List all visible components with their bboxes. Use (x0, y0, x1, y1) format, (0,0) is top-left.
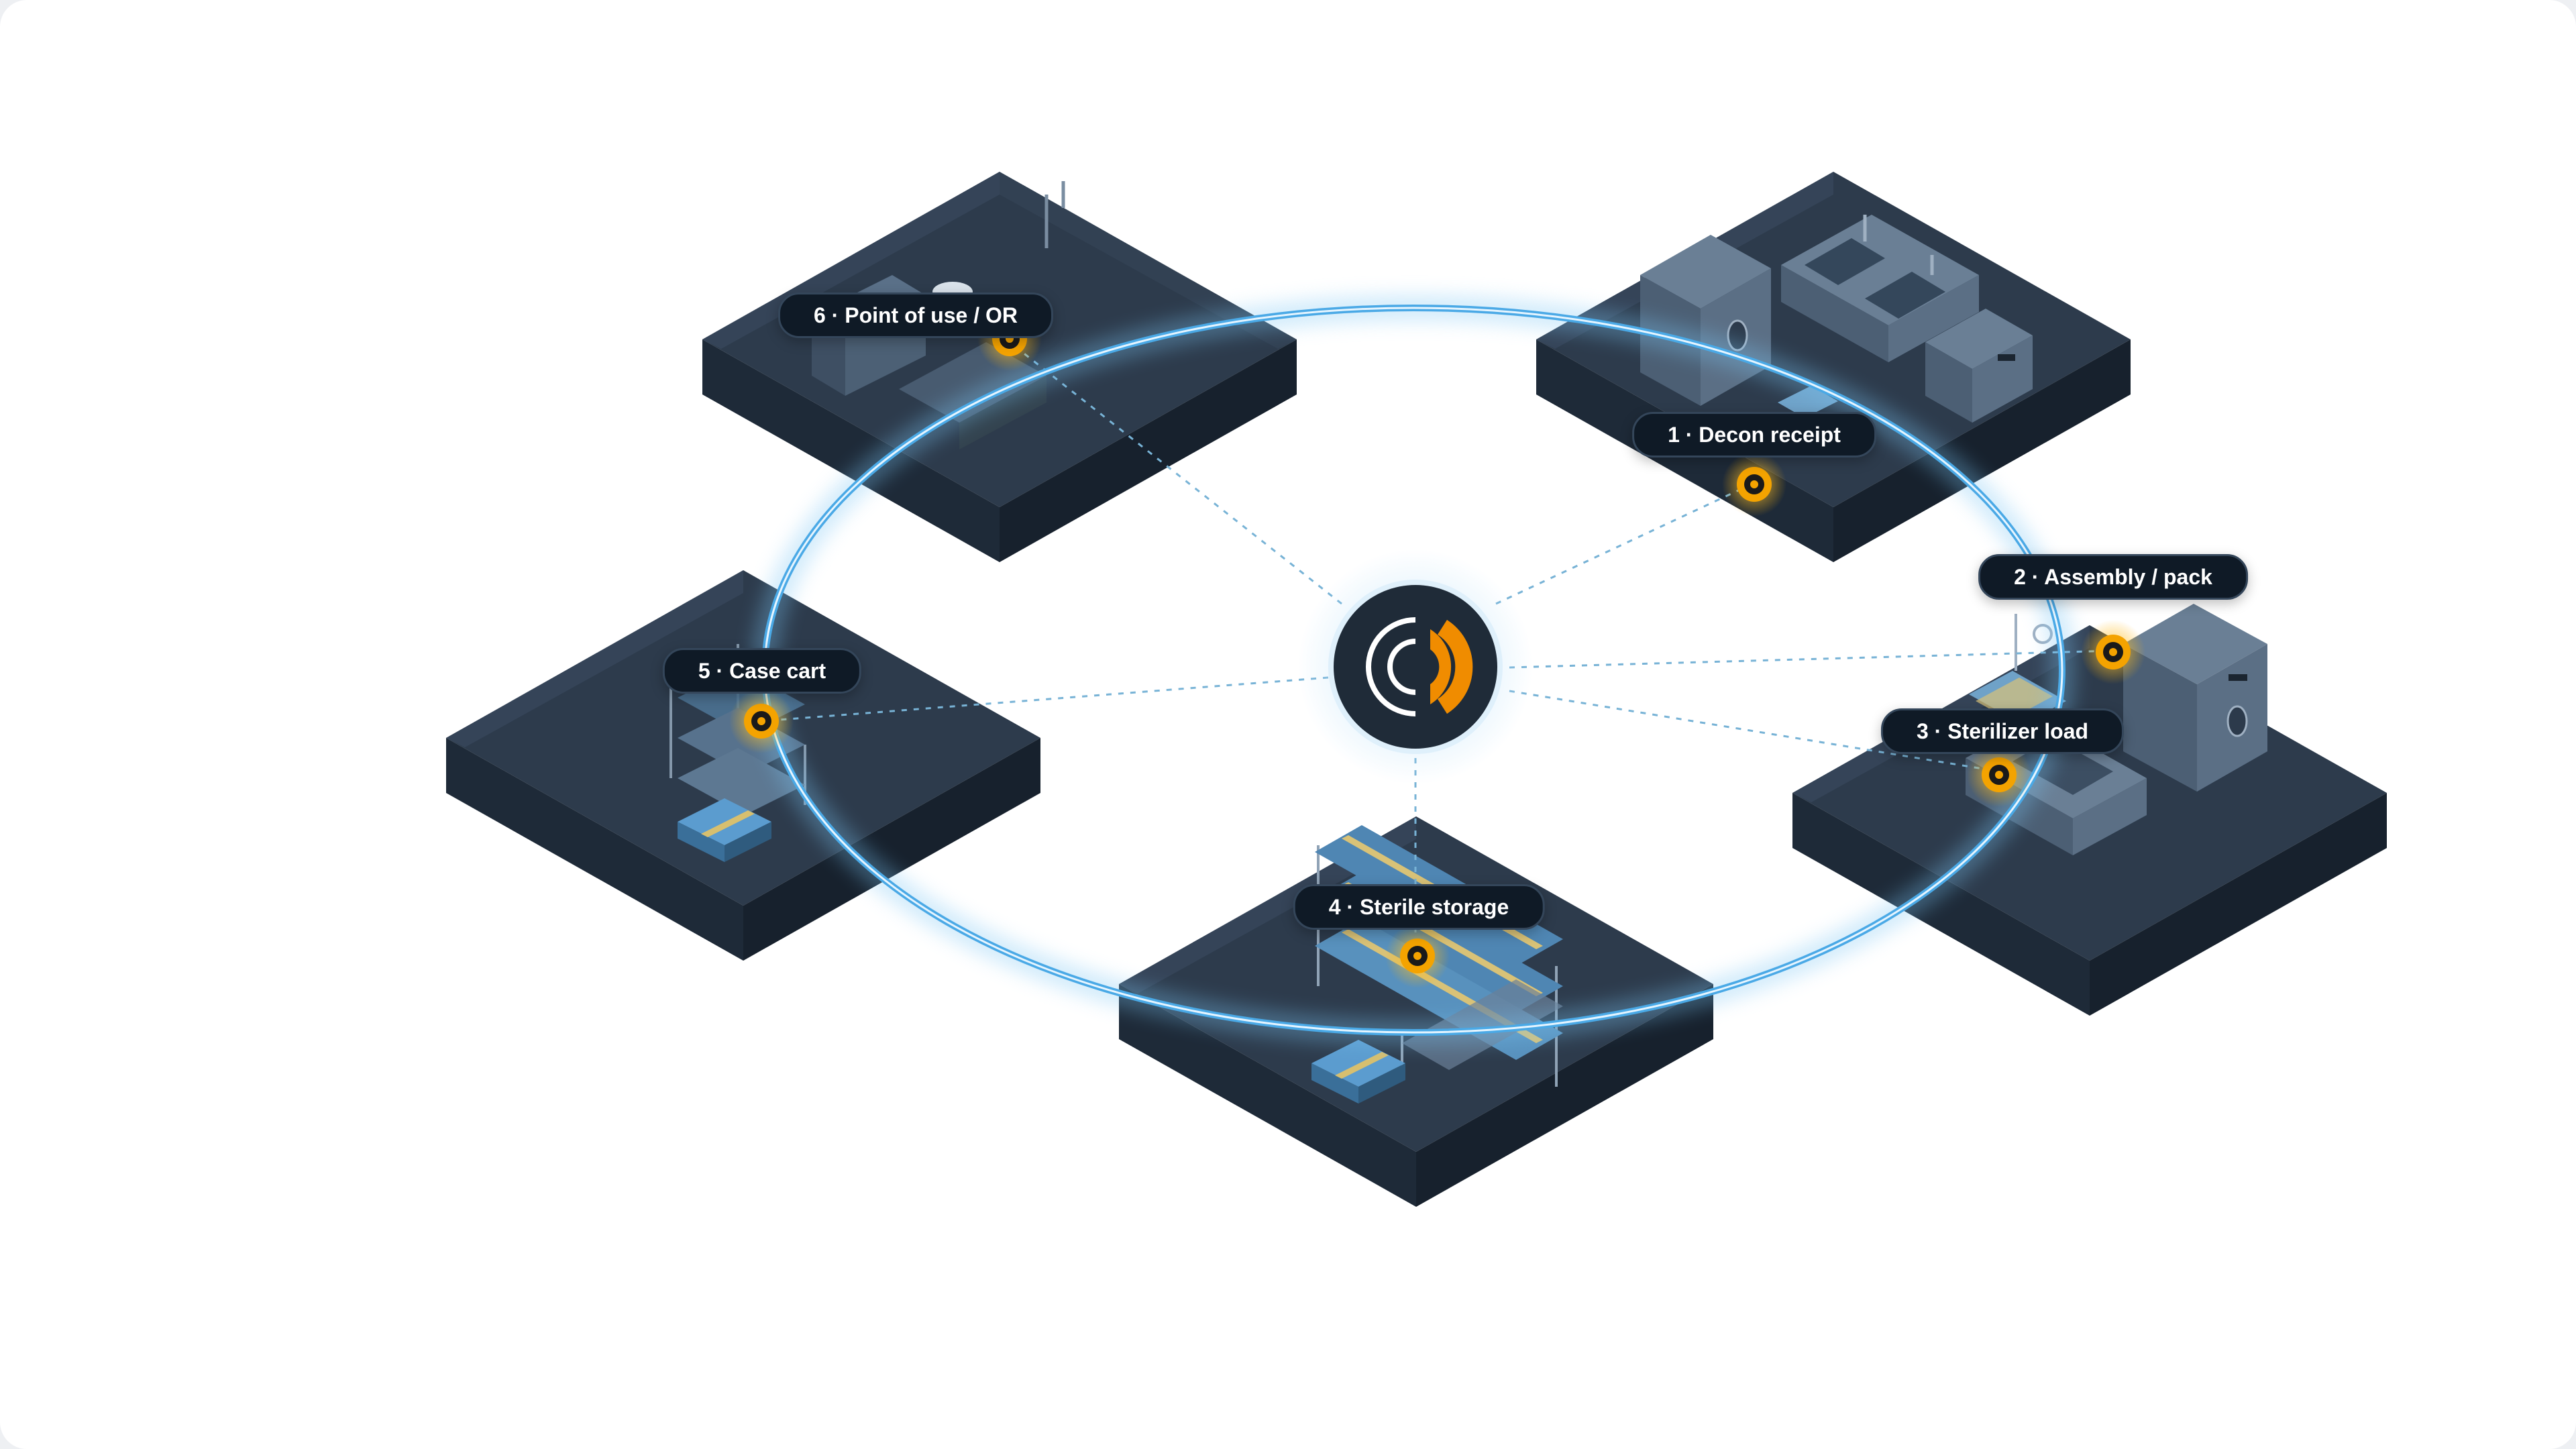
rfid-marker-storage[interactable] (1385, 924, 1450, 988)
rfid-marker-cart[interactable] (729, 689, 794, 753)
connector-assembly (1509, 649, 2114, 669)
station-label-decon[interactable]: 1 · Decon receipt (1632, 412, 1876, 458)
central-hub[interactable] (1298, 549, 1533, 784)
rfid-marker-assembly[interactable] (2081, 620, 2145, 684)
rfid-marker-decon[interactable] (1722, 452, 1786, 517)
platform-case-cart (446, 570, 1040, 961)
connector-or (1009, 341, 1342, 605)
connector-sterilizer (1509, 690, 2000, 773)
connector-lines (761, 341, 2114, 946)
station-label-assembly[interactable]: 2 · Assembly / pack (1978, 554, 2248, 600)
connector-decon (1495, 482, 1755, 605)
platform-decon-receipt (1536, 172, 2131, 562)
station-label-storage[interactable]: 4 · Sterile storage (1293, 884, 1545, 930)
station-label-sterilizer[interactable]: 3 · Sterilizer load (1880, 708, 2125, 754)
station-label-cart[interactable]: 5 · Case cart (662, 648, 862, 694)
station-label-or[interactable]: 6 · Point of use / OR (777, 292, 1054, 338)
connector-cart (761, 676, 1329, 722)
platform-point-of-use (702, 172, 1297, 562)
tracking-hub-icon (1366, 617, 1473, 716)
rfid-marker-sterilizer[interactable] (1967, 743, 2031, 807)
